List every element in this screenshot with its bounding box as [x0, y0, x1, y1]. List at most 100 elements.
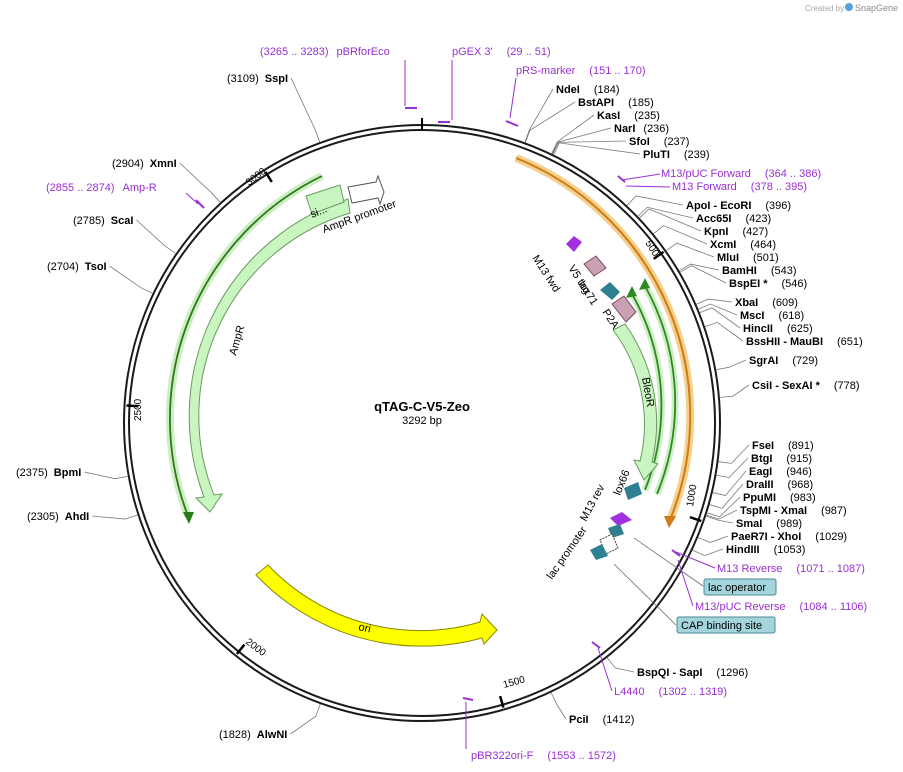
green-arc-left-core	[169, 175, 323, 517]
m13-fwd-arrow	[566, 236, 582, 252]
site-connector	[716, 359, 747, 371]
site-hincii: HincII(625)	[743, 323, 813, 335]
site-connector	[653, 225, 708, 245]
site-kasi: KasI(235)	[597, 110, 660, 122]
ampr-promoter-arrow	[347, 174, 385, 206]
site-xcmi: XcmI(464)	[710, 239, 776, 251]
m13-rev-arrow	[610, 512, 632, 526]
primer-m13-puc-forward: M13/pUC Forward(364 .. 386)	[661, 168, 821, 180]
sites-right: NdeI(184) BstAPI(185) KasI(235) NarI(236…	[556, 84, 863, 726]
primer-marks	[195, 107, 681, 701]
site-tspmi-xmai: TspMI - XmaI(987)	[740, 505, 847, 517]
site-scai: (2785)ScaI	[73, 215, 133, 227]
site-bstapi: BstAPI(185)	[578, 97, 654, 109]
primer-prs-marker: pRS-marker(151 .. 170)	[516, 65, 646, 77]
site-connector	[679, 263, 720, 272]
bleor-label: BleoR	[639, 376, 656, 408]
orange-arc-head	[664, 516, 676, 528]
site-pcii: PciI(1412)	[569, 714, 634, 726]
snapgene-logo-icon	[845, 3, 853, 11]
site-bamhi: BamHI(543)	[722, 265, 797, 277]
site-xmni: (2904)XmnI	[112, 158, 177, 170]
site-connector	[699, 307, 741, 329]
tick-mark-3000	[264, 171, 273, 183]
site-connector	[92, 514, 138, 520]
site-connector	[696, 298, 733, 305]
green-arc-left-head	[183, 512, 194, 524]
site-ppumi: PpuMI(983)	[743, 492, 816, 504]
tick-label-2000: 2000	[243, 637, 268, 659]
bleor-arrow	[612, 323, 659, 481]
green-arc-right-1-core	[644, 285, 676, 495]
site-apoi-ecori: ApoI - EcoRI(396)	[686, 200, 791, 212]
site-smai: SmaI(989)	[736, 518, 802, 530]
map-title: qTAG-C-V5-Zeo	[374, 399, 470, 414]
ampr-arrow	[188, 198, 351, 513]
site-connector	[109, 265, 153, 294]
primer-m13-reverse: M13 Reverse(1071 .. 1087)	[717, 563, 865, 575]
site-connector	[290, 77, 321, 143]
primer-l4440: L4440(1302 .. 1319)	[614, 686, 727, 698]
tick-mark-1500	[498, 695, 505, 708]
m13-fwd-label: M13 fwd	[529, 253, 562, 294]
primer-labels: (3265 .. 3283)pBRforEco pGEX 3'(29 .. 51…	[46, 46, 867, 762]
site-connector	[705, 515, 734, 524]
site-connector	[698, 535, 729, 543]
site-ndei: NdeI(184)	[556, 84, 620, 96]
site-connector	[692, 548, 724, 557]
orange-feature-arc-core	[515, 157, 692, 521]
green-arc-right-1-head	[639, 278, 650, 290]
green-arc-right-2-head	[626, 286, 637, 298]
site-nari: NarI(236)	[614, 123, 669, 135]
site-connector	[550, 692, 567, 720]
lox71-label: lox71	[575, 279, 599, 308]
lac-promoter-label: lac promoter	[545, 524, 590, 581]
site-connector	[553, 142, 641, 155]
site-ahdi: (2305)AhdI	[27, 511, 89, 523]
site-connector	[707, 496, 741, 518]
v5-tag-arrow	[583, 255, 607, 277]
site-connector	[552, 140, 627, 155]
sites-left: (1828)AlwNI (2305)AhdI (2375)BpmI (2704)…	[16, 73, 288, 741]
tick-mark-2500	[126, 404, 139, 408]
primer-pbr322ori-f: pBR322ori-F(1553 .. 1572)	[471, 750, 616, 762]
site-connector	[84, 471, 128, 480]
primer-m13-forward: M13 Forward(378 .. 395)	[672, 181, 807, 193]
ampr-label: AmpR	[227, 324, 247, 357]
site-connector	[698, 303, 738, 316]
site-tsoi: (2704)TsoI	[47, 261, 107, 273]
credit-brand: SnapGene	[855, 3, 898, 13]
site-sfoi: SfoI(237)	[629, 136, 689, 148]
site-fsei: FseI(891)	[752, 440, 814, 452]
site-connector	[606, 657, 635, 673]
site-connector	[551, 114, 595, 154]
site-btgi: BtgI(915)	[751, 453, 812, 465]
tick-mark-500	[652, 250, 665, 260]
site-draiii: DraIII(968)	[746, 479, 813, 491]
lox66-arrow	[624, 482, 642, 500]
box-leaders	[613, 537, 704, 626]
site-eagi: EagI(946)	[749, 466, 812, 478]
site-connector	[706, 509, 738, 520]
site-connector	[679, 265, 727, 284]
site-connector	[290, 704, 321, 735]
site-xbai: XbaI(609)	[735, 297, 798, 309]
signal-label: si...	[309, 203, 329, 221]
site-hindiii: HindIII(1053)	[726, 544, 805, 556]
site-sgrai: SgrAI(729)	[749, 355, 818, 367]
site-connector	[639, 208, 702, 232]
tick-label-1000: 1000	[685, 483, 699, 507]
site-connector	[524, 88, 554, 143]
site-connector	[626, 195, 684, 206]
site-msci: MscI(618)	[740, 310, 804, 322]
tick-mark-1000	[689, 515, 702, 523]
cap-site-label: CAP binding site	[681, 620, 762, 632]
tick-labels: 500 1000 1500 2000 2500 3000	[133, 166, 700, 691]
primer-m13-puc-reverse: M13/pUC Reverse(1084 .. 1106)	[695, 601, 867, 613]
p2a-arrow	[611, 295, 637, 323]
primer-leaders	[185, 60, 716, 749]
site-connector	[666, 242, 715, 258]
site-connector	[712, 470, 747, 497]
